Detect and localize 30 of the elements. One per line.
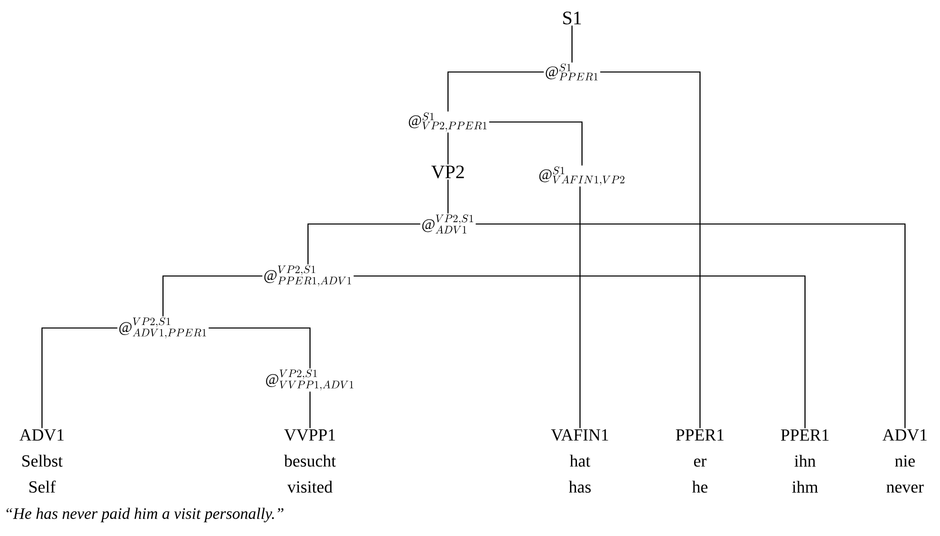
leaf-word: PPER1 ihn ihm	[780, 429, 829, 493]
annotation-label: $@^{VP2,S1}_{ADV1,PPER1}$	[119, 317, 206, 338]
category-label: S1	[563, 12, 581, 24]
tree-branch	[162, 275, 262, 316]
tree-branch	[208, 327, 311, 368]
tree-branch	[489, 121, 583, 166]
leaf-word: ADV1 Selbst Self	[20, 429, 64, 493]
tree-branch	[354, 275, 806, 428]
tree-branch	[600, 71, 701, 428]
leaf-word: VAFIN1 hat has	[551, 429, 608, 493]
tree-branch	[571, 26, 573, 63]
tree-branch	[447, 71, 544, 112]
leaf-word: VVPP1 besucht visited	[284, 429, 336, 493]
tree-branch	[41, 327, 118, 428]
annotation-label: $@^{VP2,S1}_{VVPP1,ADV1}$	[266, 369, 354, 390]
caption: “He has never paid him a visit personally.”	[6, 508, 284, 522]
tree-branch	[307, 223, 420, 264]
leaf-word: ADV1 nie never	[882, 429, 927, 493]
tree-branch	[309, 392, 311, 428]
leaf-word: PPER1 er he	[676, 429, 724, 493]
category-label: VP2	[431, 166, 464, 178]
annotation-label: $@^{S1}_{PPER1}$	[546, 63, 598, 81]
annotation-label: $@^{VP2,S1}_{PPER1,ADV1}$	[264, 265, 352, 286]
annotation-label: $@^{VP2,S1}_{ADV1}$	[422, 214, 474, 234]
tree-branch	[447, 180, 449, 214]
tree-branch	[476, 223, 906, 428]
tree-branch	[579, 186, 581, 428]
tree-branch	[447, 132, 449, 164]
annotation-label: $@^{S1}_{VAFIN1,VP2}$	[539, 166, 624, 186]
annotation-label: $@^{S1}_{VP2,PPER1}$	[408, 112, 487, 132]
